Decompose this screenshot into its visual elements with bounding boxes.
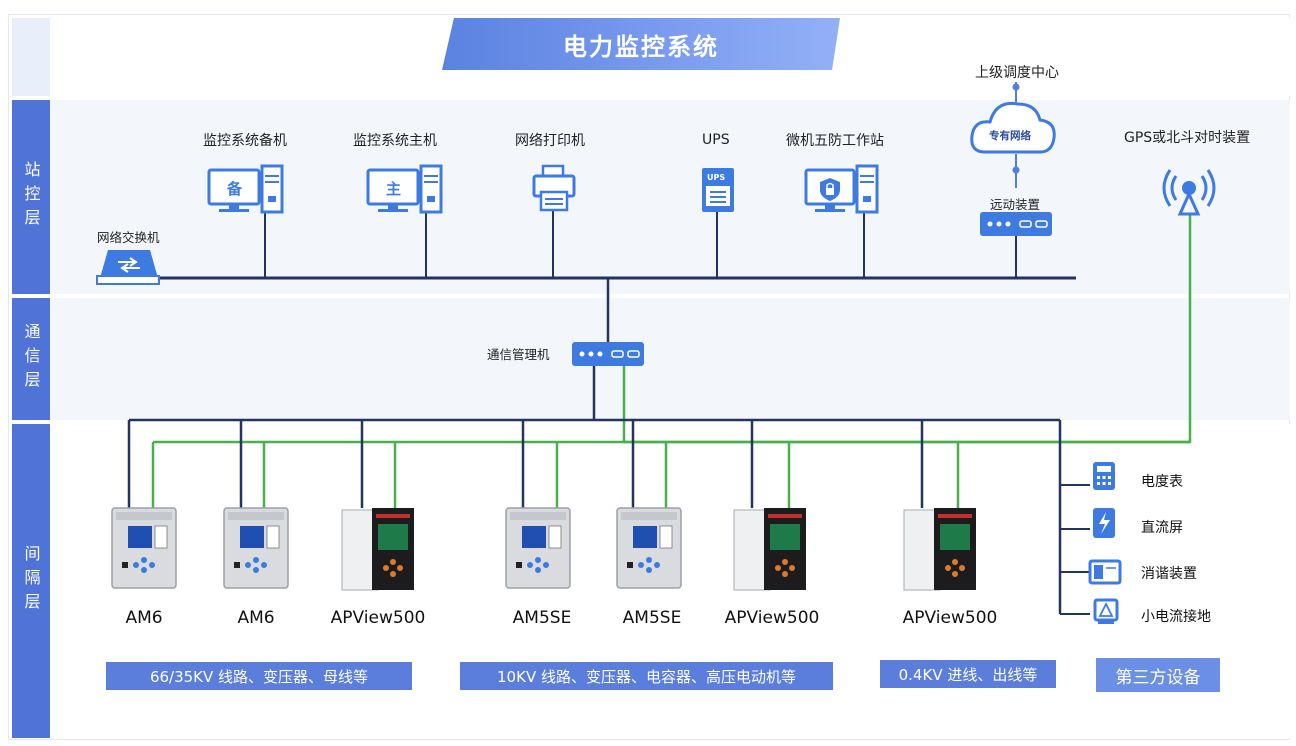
device-label: AM6 xyxy=(237,608,275,628)
side-label-station: 站控层 xyxy=(12,100,50,294)
device-am6-1 xyxy=(111,507,177,589)
dc-panel-icon xyxy=(1093,508,1115,538)
device-label: AM5SE xyxy=(622,608,682,628)
device-drops-dark xyxy=(127,420,924,508)
device-apview500-3 xyxy=(903,508,976,591)
third-party-item-label: 直流屏 xyxy=(1141,520,1183,536)
label-network-printer: 网络打印机 xyxy=(515,133,585,149)
meter-icon xyxy=(1093,462,1115,490)
cloud-text: 专有网络 xyxy=(989,130,1031,142)
gps-sync-line xyxy=(622,214,1192,444)
main-screen-char: 主 xyxy=(386,180,402,198)
device-label: APView500 xyxy=(330,608,426,628)
third-party-title: 第三方设备 xyxy=(1096,658,1220,692)
device-label: APView500 xyxy=(724,608,820,628)
device-label: AM6 xyxy=(125,608,163,628)
third-party-item-label: 消谐装置 xyxy=(1141,566,1197,582)
tower-icon xyxy=(419,164,443,214)
device-label: APView500 xyxy=(902,608,998,628)
side-label-comm: 通信层 xyxy=(12,298,50,420)
switch-icon xyxy=(96,250,160,285)
device-am6-2 xyxy=(223,507,289,589)
ups-icon-text: UPS xyxy=(707,173,726,182)
ups-icon xyxy=(702,168,734,212)
comm-manager-icon xyxy=(572,342,644,366)
monitor-icon xyxy=(207,168,261,212)
page-title: 电力监控系统 xyxy=(442,18,840,70)
tower-icon xyxy=(260,164,284,214)
category-bar-66kv: 66/35KV 线路、变压器、母线等 xyxy=(106,662,412,690)
device-label: AM5SE xyxy=(512,608,572,628)
cloud-icon xyxy=(970,101,1056,154)
label-backup-host: 监控系统备机 xyxy=(203,133,287,149)
third-party-item-label: 小电流接地 xyxy=(1141,609,1211,625)
printer-icon xyxy=(532,164,576,212)
category-bar-04kv: 0.4KV 进线、出线等 xyxy=(880,660,1056,688)
label-network-switch: 网络交换机 xyxy=(97,230,160,245)
remote-device-icon xyxy=(980,212,1052,236)
label-main-host: 监控系统主机 xyxy=(353,133,437,149)
device-drops-green xyxy=(151,442,960,508)
shield-icon xyxy=(820,178,840,201)
third-party-branches xyxy=(1060,484,1090,615)
device-apview500-2 xyxy=(733,508,806,591)
label-ups: UPS xyxy=(702,132,730,148)
label-comm-manager: 通信管理机 xyxy=(487,347,550,362)
third-party-item-label: 电度表 xyxy=(1141,474,1183,490)
label-remote-device: 远动装置 xyxy=(990,197,1041,212)
tower-icon xyxy=(855,164,879,214)
device-am5se-1 xyxy=(505,507,571,589)
grounding-icon xyxy=(1093,598,1119,624)
label-five-proof: 微机五防工作站 xyxy=(786,133,884,149)
backup-screen-char: 备 xyxy=(227,180,243,198)
side-label-bay: 间隔层 xyxy=(12,424,50,738)
category-bar-10kv: 10KV 线路、变压器、电容器、高压电动机等 xyxy=(460,662,833,690)
antenna-icon xyxy=(1162,169,1216,216)
side-header-blank xyxy=(12,18,50,96)
comm-layer-band xyxy=(12,298,1290,420)
monitor-icon xyxy=(366,168,420,212)
harmonic-icon xyxy=(1088,559,1122,585)
device-am5se-2 xyxy=(616,507,682,589)
device-apview500-1 xyxy=(341,508,414,591)
label-dispatch-center: 上级调度中心 xyxy=(975,65,1059,81)
label-gps: GPS或北斗对时装置 xyxy=(1124,130,1251,146)
